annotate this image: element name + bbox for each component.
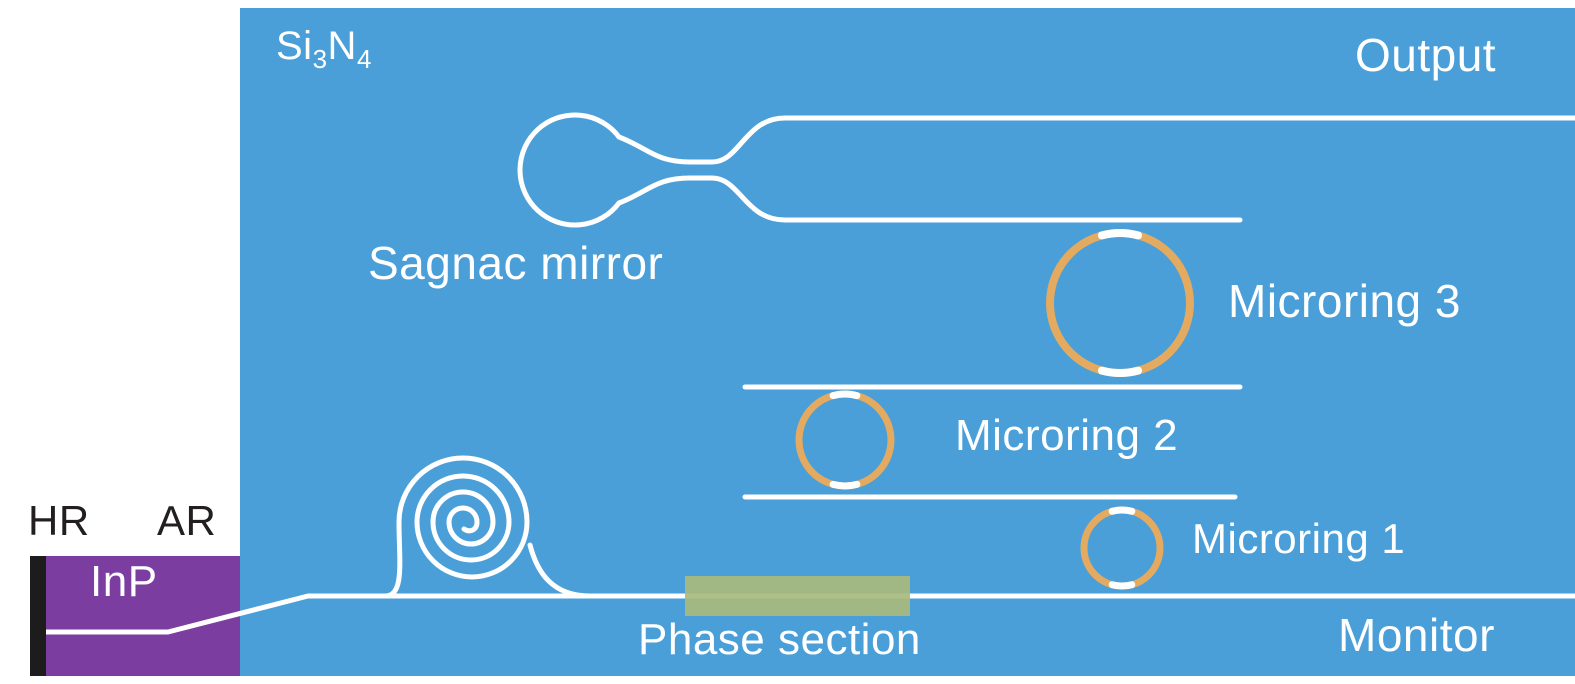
microring2-label: Microring 2 bbox=[955, 411, 1179, 460]
phase-section-label: Phase section bbox=[638, 615, 921, 664]
inp-chip-label: InP bbox=[90, 557, 158, 606]
formula-si: Si bbox=[276, 24, 313, 68]
formula-sub4: 4 bbox=[356, 44, 372, 74]
formula-n: N bbox=[327, 24, 357, 68]
monitor-label: Monitor bbox=[1338, 609, 1495, 661]
ar-coating-label: AR bbox=[157, 497, 217, 544]
si3n4-chip-region bbox=[240, 8, 1575, 676]
microring3-label: Microring 3 bbox=[1228, 275, 1462, 327]
sagnac-mirror-label: Sagnac mirror bbox=[368, 237, 664, 289]
output-label: Output bbox=[1355, 29, 1497, 81]
si3n4-chip-label: Si3N4 bbox=[276, 26, 372, 72]
formula-sub3: 3 bbox=[312, 44, 328, 74]
hr-coating-bar bbox=[30, 556, 46, 676]
microring1-label: Microring 1 bbox=[1192, 515, 1406, 562]
hr-coating-label: HR bbox=[28, 497, 90, 544]
